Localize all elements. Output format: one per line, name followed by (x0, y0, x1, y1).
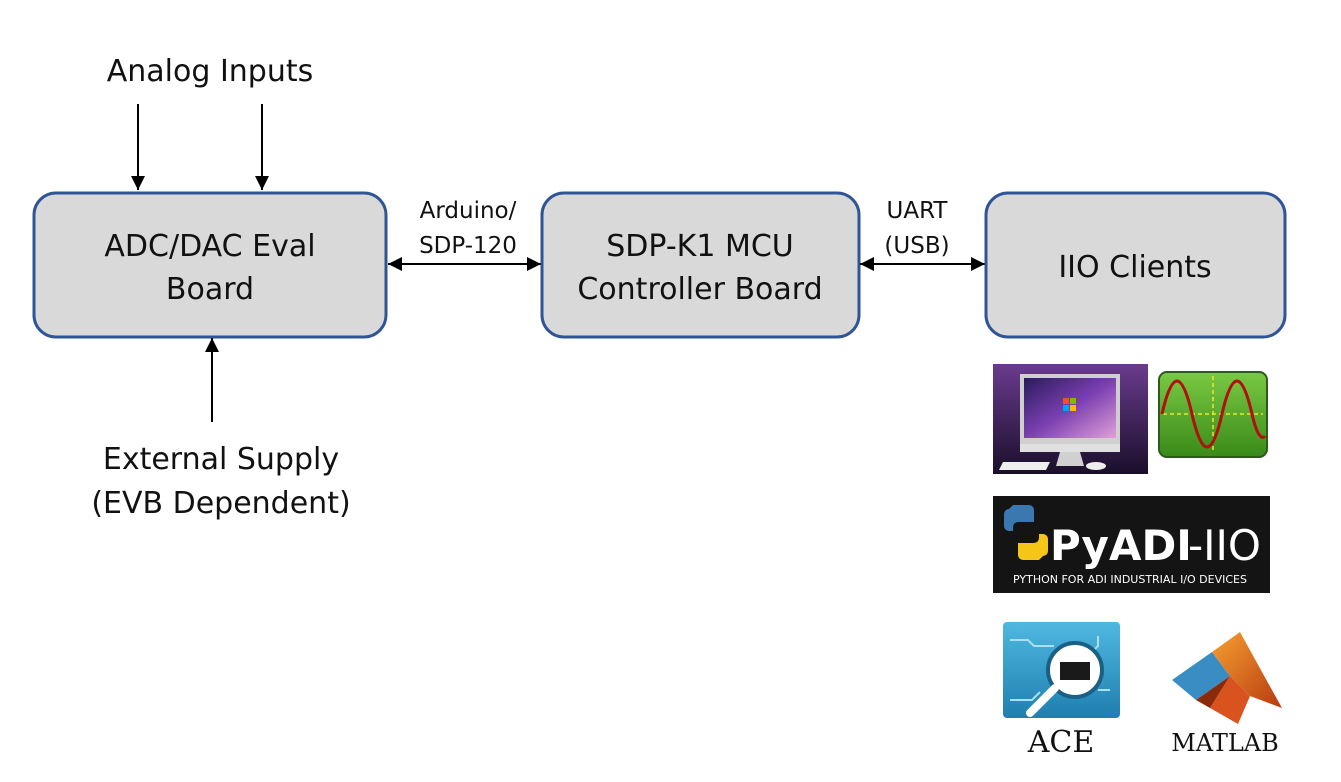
controller-board-block: SDP-K1 MCU Controller Board (540, 191, 861, 339)
controller-board-line1: SDP-K1 MCU (606, 229, 794, 264)
supply-label-line2: (EVB Dependent) (91, 486, 350, 521)
arduino-label-line2: SDP-120 (419, 233, 517, 259)
eval-board-line1: ADC/DAC Eval (104, 229, 315, 264)
controller-board-line2: Controller Board (577, 272, 822, 307)
pyadi-title-suffix: -IIO (1188, 521, 1261, 570)
arduino-label-line1: Arduino/ (420, 198, 517, 224)
uart-label-line2: (USB) (884, 233, 949, 259)
uart-label-line1: UART (887, 198, 949, 224)
desktop-computer-icon (993, 364, 1148, 474)
iio-clients-label: IIO Clients (1058, 250, 1211, 285)
pyadi-iio-logo: PyADI -IIO PYTHON FOR ADI INDUSTRIAL I/O… (993, 496, 1270, 593)
matlab-caption: MATLAB (1171, 729, 1279, 757)
matlab-logo: MATLAB (1171, 632, 1282, 757)
oscilloscope-icon (1158, 371, 1268, 458)
eval-board-block: ADC/DAC Eval Board (32, 191, 388, 339)
analog-inputs-label: Analog Inputs (107, 54, 314, 89)
iio-clients-block: IIO Clients (984, 191, 1287, 339)
ace-caption: ACE (1027, 725, 1095, 760)
pyadi-title: PyADI (1050, 521, 1192, 570)
pyadi-subtitle: PYTHON FOR ADI INDUSTRIAL I/O DEVICES (1013, 573, 1247, 586)
ace-logo: ACE (1003, 622, 1120, 760)
eval-board-line2: Board (166, 272, 254, 307)
supply-label-line1: External Supply (103, 442, 339, 477)
